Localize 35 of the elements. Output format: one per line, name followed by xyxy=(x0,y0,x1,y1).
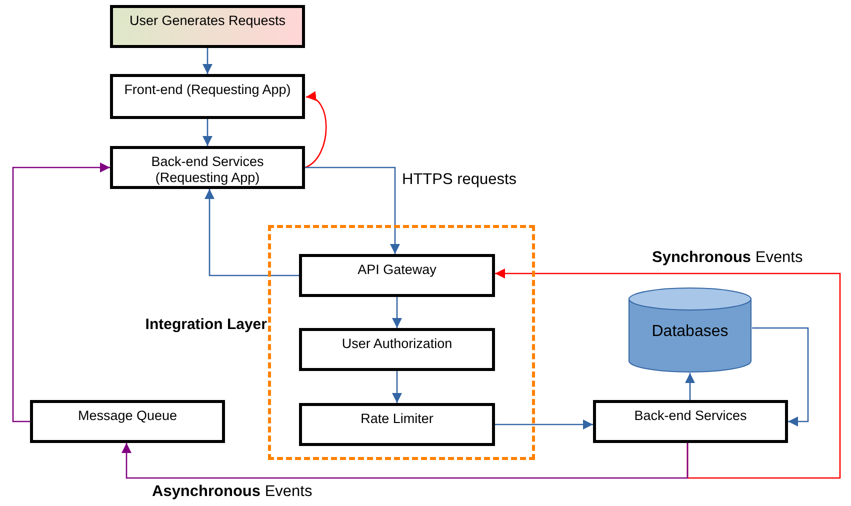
arrow xyxy=(202,48,212,74)
box-label: Front-end (Requesting App) xyxy=(124,82,291,98)
box-label: Rate Limiter xyxy=(360,411,434,427)
arrow xyxy=(392,297,402,328)
process-box xyxy=(30,400,225,443)
process-box xyxy=(299,403,495,446)
arrow xyxy=(305,166,400,254)
process-box xyxy=(110,74,305,119)
group-heading: Integration Layer xyxy=(145,316,267,333)
arrow xyxy=(685,373,695,400)
process-box xyxy=(110,146,305,189)
database-cylinder xyxy=(628,287,752,373)
arrow xyxy=(495,420,593,430)
process-box xyxy=(593,400,788,443)
arrow xyxy=(304,93,327,168)
box-label: User Authorization xyxy=(342,336,452,352)
process-box xyxy=(110,5,305,48)
edge-label: Synchronous Events xyxy=(650,249,805,267)
box-label: Back-end Services (Requesting App) xyxy=(150,154,265,186)
arrow xyxy=(392,371,402,403)
box-label: Message Queue xyxy=(78,408,178,424)
arrow xyxy=(202,119,212,146)
edge-label: HTTPS requests xyxy=(400,171,519,189)
arrow xyxy=(495,268,841,479)
box-label: User Generates Requests xyxy=(129,13,286,29)
box-label: API Gateway xyxy=(358,262,436,278)
arrow xyxy=(204,189,299,276)
edge-label: Asynchronous Events xyxy=(150,483,314,501)
process-box xyxy=(299,254,495,297)
arrow xyxy=(122,443,688,479)
arrow xyxy=(752,327,809,426)
process-box xyxy=(299,328,495,371)
arrow xyxy=(12,162,110,422)
database-label: Databases xyxy=(650,323,730,341)
box-label: Back-end Services xyxy=(634,408,747,424)
